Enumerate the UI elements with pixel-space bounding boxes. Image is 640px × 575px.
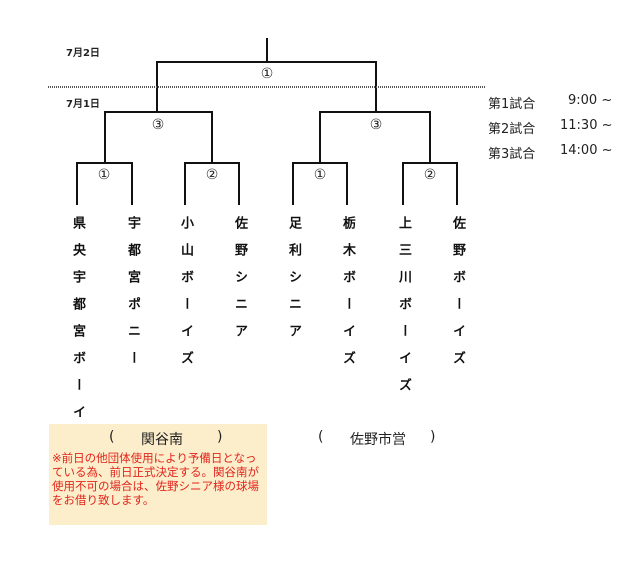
venue-note: ※前日の他団体使用により予備日となっている為、前日正式決定する。関谷南が使用不可… — [52, 451, 259, 507]
paren-open: ( — [318, 429, 324, 445]
team-name: 佐野ボーイズ — [450, 216, 465, 378]
schedule-label: 第3試合 — [488, 147, 536, 162]
team-name: 上三川ボーイズ — [396, 216, 411, 405]
schedule-time: 14:00 ~ — [560, 143, 613, 158]
final-match-number: ① — [260, 66, 274, 82]
paren-open: ( — [109, 429, 115, 445]
schedule-label: 第2試合 — [488, 122, 536, 137]
schedule-label: 第1試合 — [488, 97, 536, 112]
r1-match-number: ② — [205, 167, 219, 183]
semi-left-match-number: ③ — [151, 117, 165, 133]
team-name: 栃木ボーイズ — [340, 216, 355, 378]
r1-match-number: ① — [313, 167, 327, 183]
schedule-time: 11:30 ~ — [560, 118, 613, 133]
venue-note-box: ( 関谷南 ) ※前日の他団体使用により予備日となっている為、前日正式決定する。… — [49, 424, 267, 525]
schedule-time: 9:00 ~ — [568, 93, 613, 108]
r1-match-number: ② — [423, 167, 437, 183]
venue-right-name: 佐野市営 — [350, 432, 406, 448]
paren-close: ) — [217, 429, 223, 445]
paren-close: ) — [430, 429, 436, 445]
team-name: 小山ボーイズ — [178, 216, 193, 378]
date-day1: 7月1日 — [66, 99, 100, 110]
team-name: 佐野シニア — [232, 216, 247, 351]
date-day2: 7月2日 — [66, 48, 100, 59]
semi-right-match-number: ③ — [369, 117, 383, 133]
r1-match-number: ① — [97, 167, 111, 183]
venue-left-name: 関谷南 — [141, 432, 183, 448]
team-name: 宇都宮ポニー — [125, 216, 140, 378]
team-name: 足利シニア — [286, 216, 301, 351]
team-name: 県央宇都宮ボーイズ — [70, 216, 85, 459]
